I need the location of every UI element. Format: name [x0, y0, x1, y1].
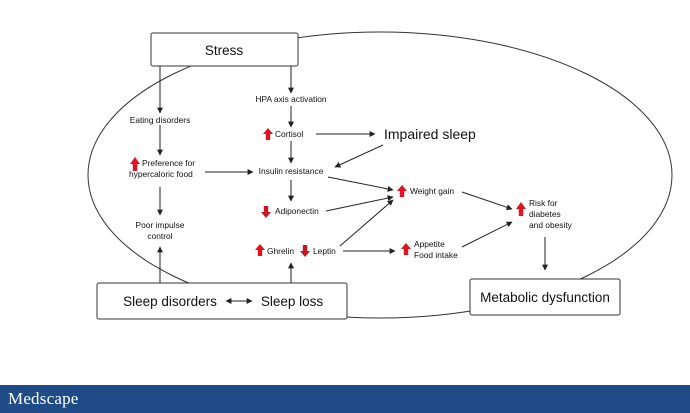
arrow-insulin-weightgain [327, 176, 394, 192]
weight-gain-label: Weight gain [410, 186, 454, 196]
stress-label: Stress [205, 43, 244, 58]
obesity-label: and obesity [529, 220, 573, 230]
sleep-loss-label: Sleep loss [261, 294, 324, 309]
poor-impulse-label: Poor impulse [136, 220, 185, 230]
preference-up-arrow-icon [130, 157, 140, 171]
risk-label: Risk for [529, 198, 558, 208]
insulin-resistance-label: Insulin resistance [259, 166, 324, 176]
appetite-label: Appetite [414, 239, 445, 249]
control-label: control [147, 231, 172, 241]
cortisol-up-arrow-icon [263, 128, 273, 140]
leptin-down-arrow-icon [300, 245, 310, 257]
preference-label: Preference for [142, 158, 195, 168]
diabetes-label: diabetes [529, 209, 561, 219]
hypercaloric-label: hypercaloric food [129, 169, 193, 179]
arrow-appetite-risk [461, 221, 513, 248]
ghrelin-label: Ghrelin [267, 246, 294, 256]
metabolic-dysfunction-label: Metabolic dysfunction [480, 290, 610, 305]
arrow-adiponectin-weightgain [325, 195, 394, 212]
adiponectin-label: Adiponectin [275, 206, 319, 216]
stress-sleep-metabolism-diagram: Stress HPA axis activation Cortisol Impa… [87, 31, 673, 320]
outer-oval [87, 31, 673, 319]
risk-up-arrow-icon [516, 202, 526, 216]
sleep-box [96, 282, 348, 320]
food-intake-label: Food intake [414, 250, 458, 260]
weightgain-up-arrow-icon [397, 185, 407, 197]
arrow-leptin-weightgain [339, 199, 394, 247]
medscape-logo[interactable]: Medscape [8, 389, 79, 408]
footer-bar: Medscape [0, 385, 690, 413]
arrow-impaired-insulin [334, 144, 384, 168]
leptin-label: Leptin [313, 246, 336, 256]
arrow-weightgain-risk [461, 191, 513, 211]
cortisol-label: Cortisol [275, 129, 304, 139]
hpa-axis-label: HPA axis activation [255, 94, 326, 104]
appetite-up-arrow-icon [401, 243, 411, 255]
eating-disorders-label: Eating disorders [130, 115, 191, 125]
impaired-sleep-label: Impaired sleep [384, 126, 476, 142]
adiponectin-down-arrow-icon [261, 206, 271, 218]
metabolic-box [469, 278, 621, 316]
ghrelin-up-arrow-icon [255, 244, 265, 256]
sleep-disorders-label: Sleep disorders [123, 294, 217, 309]
stress-box [150, 32, 299, 67]
